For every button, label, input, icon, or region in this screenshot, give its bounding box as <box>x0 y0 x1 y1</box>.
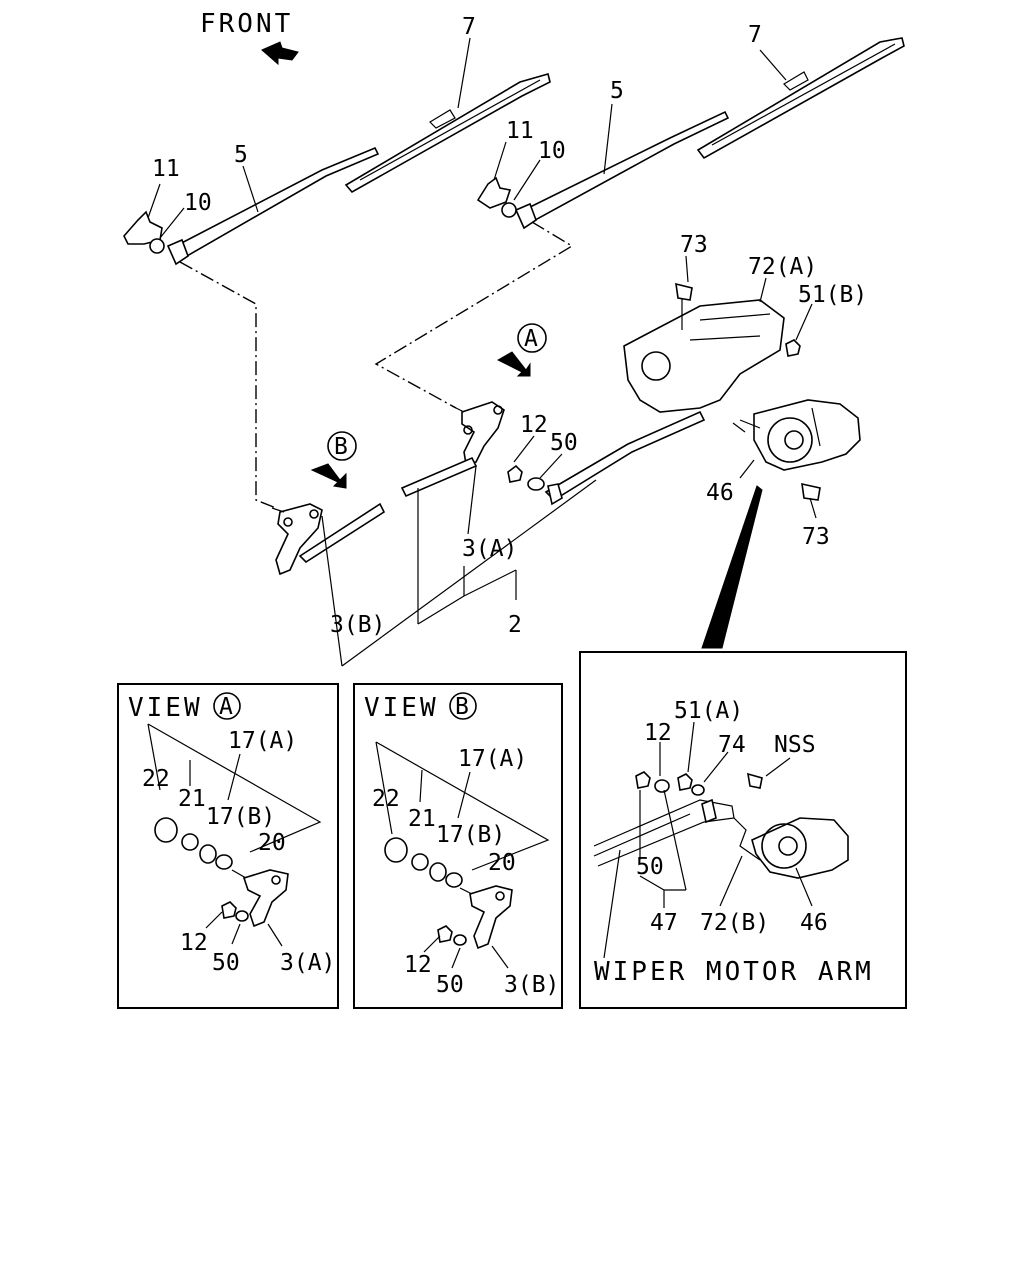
nut-51b <box>785 339 801 357</box>
nut-left <box>149 238 165 254</box>
label-motor-46: 46 <box>706 480 734 506</box>
front-label: FRONT <box>200 9 293 39</box>
view-a-label-3a: 3(A) <box>280 950 335 976</box>
view-b-label-3b: 3(B) <box>504 972 559 998</box>
wiper-arm-right <box>514 110 730 230</box>
view-a-panel: VIEW A 22 21 17(A) 17(B) 20 12 50 3(A) <box>117 683 339 1009</box>
view-a-label-21: 21 <box>178 786 206 812</box>
label-link-3b: 3(B) <box>330 612 385 638</box>
label-linkage-2: 2 <box>508 612 522 638</box>
view-a-title-marker: A <box>219 694 233 720</box>
view-a-label-50: 50 <box>212 950 240 976</box>
view-a-label-22: 22 <box>142 766 170 792</box>
motor-arm-label-72b: 72(B) <box>700 910 769 936</box>
view-a-label-17a: 17(A) <box>228 728 297 754</box>
label-nut-51b: 51(B) <box>798 282 867 308</box>
wiper-motor-main <box>753 399 861 471</box>
motor-arm-label-nss: NSS <box>774 732 816 758</box>
label-arm-right: 5 <box>610 78 624 104</box>
motor-arm-label-50: 50 <box>636 854 664 880</box>
view-b-label-21: 21 <box>408 806 436 832</box>
label-bracket: 72(A) <box>748 254 817 280</box>
motor-arm-panel: 51(A) 12 74 NSS 50 47 72(B) 46 WIPER MOT… <box>579 651 907 1009</box>
motor-arm-label-74: 74 <box>718 732 746 758</box>
leader-lines-main <box>147 37 817 667</box>
view-a-label-20: 20 <box>258 830 286 856</box>
nut-12 <box>507 464 523 483</box>
view-a-title: VIEW <box>128 693 203 723</box>
washer-50 <box>527 477 545 491</box>
motor-arm-title: WIPER MOTOR ARM <box>594 957 874 987</box>
label-link-3a: 3(A) <box>462 536 517 562</box>
motor-arm-label-12: 12 <box>644 720 672 746</box>
view-b-title-marker: B <box>455 694 469 720</box>
view-b-marker-circle <box>327 431 357 461</box>
wiper-blade-left <box>344 73 551 194</box>
view-b-marker: B <box>334 434 348 460</box>
view-b-title: VIEW <box>364 693 439 723</box>
cap-left <box>123 210 163 245</box>
label-blade-right: 7 <box>748 22 762 48</box>
ref-line-left <box>179 261 277 509</box>
wiper-blade-right <box>696 37 905 160</box>
view-b-label-17b: 17(B) <box>436 822 505 848</box>
view-a-label-17b: 17(B) <box>206 804 275 830</box>
pivot-link-3a <box>451 401 505 465</box>
view-a-arrow-icon <box>496 351 531 377</box>
nut-right <box>501 202 517 218</box>
label-blade-left: 7 <box>462 14 476 40</box>
motor-arm-label-47: 47 <box>650 910 678 936</box>
label-bolt-top: 73 <box>680 232 708 258</box>
label-nut-left: 10 <box>184 190 212 216</box>
label-washer-50: 50 <box>550 430 578 456</box>
view-a-marker: A <box>524 326 538 352</box>
linkage-rod <box>400 410 706 506</box>
pivot-link-3b <box>271 502 386 576</box>
view-b-label-50: 50 <box>436 972 464 998</box>
ref-line-right <box>374 221 574 409</box>
view-b-label-20: 20 <box>488 850 516 876</box>
label-arm-left: 5 <box>234 142 248 168</box>
bolt-73-top <box>675 282 693 301</box>
view-a-label-12: 12 <box>180 930 208 956</box>
front-arrow-icon <box>261 41 299 66</box>
view-b-label-12: 12 <box>404 952 432 978</box>
motor-arm-label-51a: 51(A) <box>674 698 743 724</box>
label-cap-left: 11 <box>152 156 180 182</box>
view-b-panel: VIEW B 22 21 17(A) 17(B) 20 12 50 3(B) <box>353 683 563 1009</box>
label-nut-right: 10 <box>538 138 566 164</box>
detail-pointer <box>701 485 763 649</box>
cap-right <box>476 176 512 209</box>
wiper-arm-left <box>166 146 380 266</box>
bracket-72a <box>623 299 785 413</box>
view-b-arrow-icon <box>310 463 347 489</box>
label-cap-right: 11 <box>506 118 534 144</box>
view-b-label-17a: 17(A) <box>458 746 527 772</box>
label-nut-12: 12 <box>520 412 548 438</box>
bolt-73-bottom <box>801 482 821 501</box>
motor-arm-label-46: 46 <box>800 910 828 936</box>
view-a-marker-circle <box>517 323 547 353</box>
view-b-label-22: 22 <box>372 786 400 812</box>
label-bolt-bottom: 73 <box>802 524 830 550</box>
